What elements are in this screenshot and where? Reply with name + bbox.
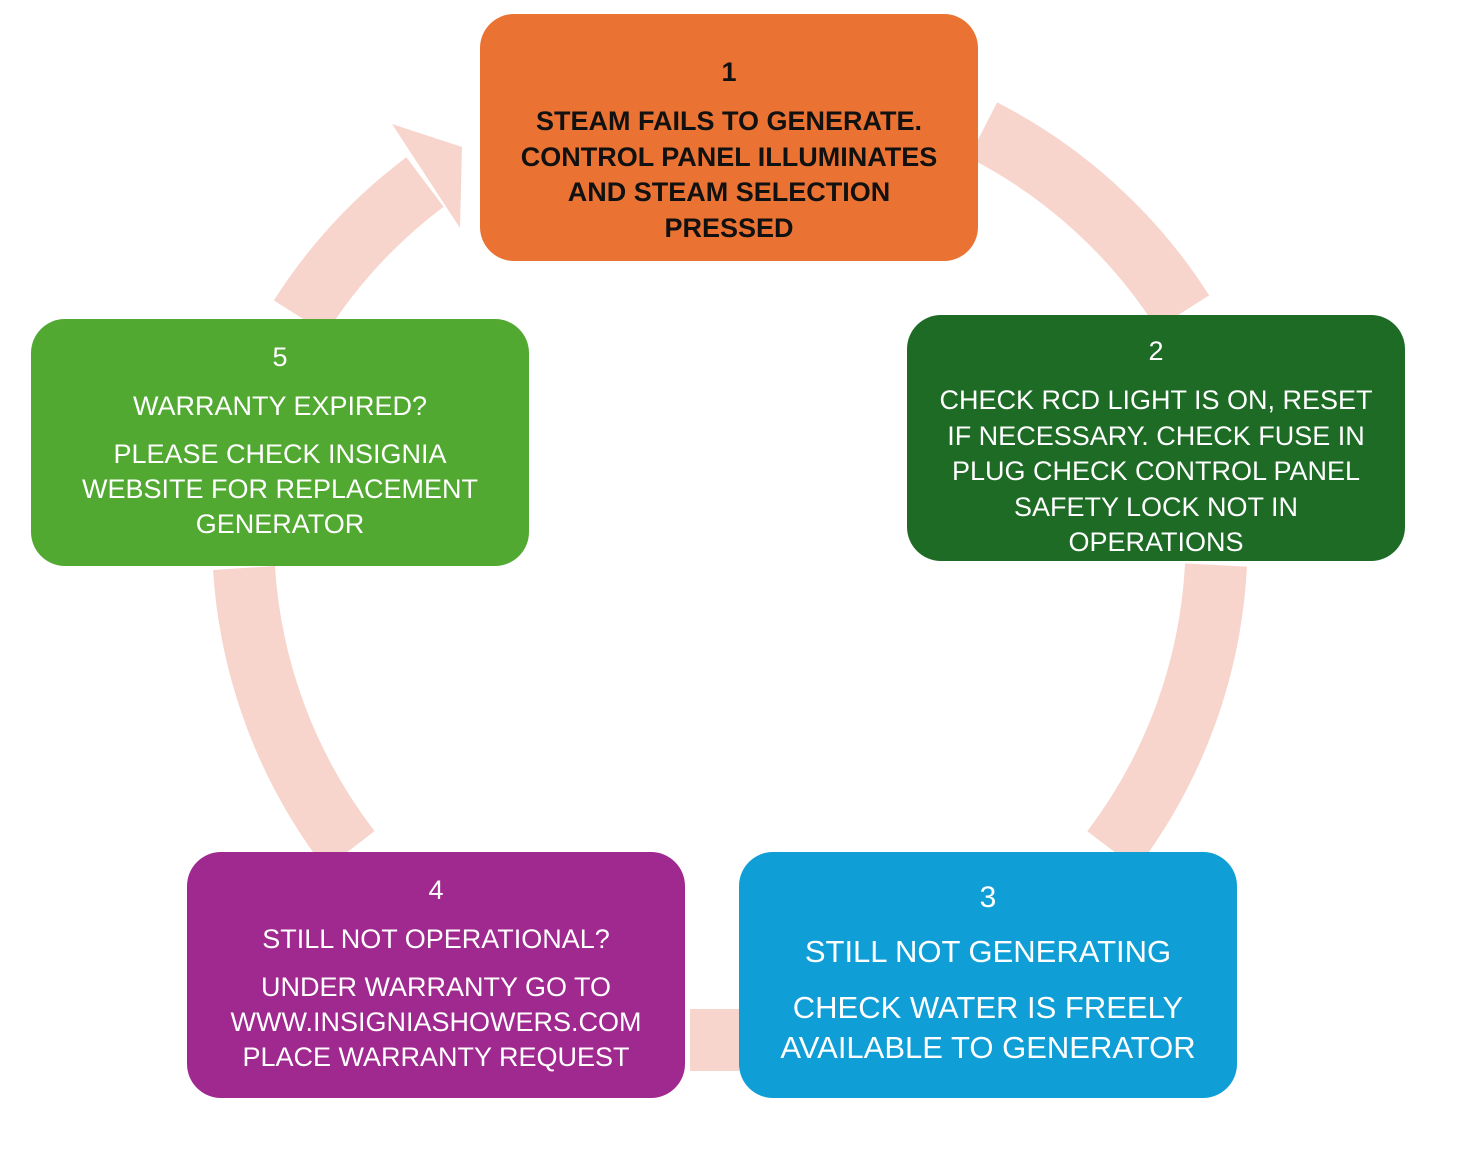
step-1-number: 1 [721,57,737,87]
step-5-title: WARRANTY EXPIRED? [132,391,428,421]
step-2-body-line: IF NECESSARY. CHECK FUSE IN [947,420,1365,451]
step-5-number: 5 [272,342,288,372]
step-3-number: 3 [979,881,997,914]
step-3-body-line: AVAILABLE TO GENERATOR [780,1030,1196,1065]
step-2-body-line: PLUG CHECK CONTROL PANEL [951,456,1361,486]
step-1-body-line: CONTROL PANEL ILLUMINATES [520,141,938,172]
ring-segment-4-5 [213,565,375,869]
step-5-body-line: PLEASE CHECK INSIGNIA [113,439,447,469]
step-4-body-line: UNDER WARRANTY GO TO [260,972,612,1002]
step-1-body-line: AND STEAM SELECTION [567,177,891,207]
ring-segment-1-2 [968,102,1210,329]
step-2-number: 2 [1148,336,1164,366]
step-5-body-line: WEBSITE FOR REPLACEMENT [81,474,479,504]
step-3-box: 3 STILL NOT GENERATING CHECK WATER IS FR… [739,852,1237,1098]
step-4-body-line: PLACE WARRANTY REQUEST [242,1042,630,1072]
ring-segment-2-3 [1087,563,1247,869]
step-4-number: 4 [428,875,444,905]
step-1-body: STEAM FAILS TO GENERATE. CONTROL PANEL I… [521,104,938,246]
step-1-body-line: PRESSED [664,212,794,243]
step-2-body-line: CHECK RCD LIGHT IS ON, RESET [939,385,1373,415]
step-4-body-line: WWW.INSIGNIASHOWERS.COM [230,1007,642,1037]
step-1-box: 1 STEAM FAILS TO GENERATE. CONTROL PANEL… [480,14,978,261]
step-4-box: 4 STILL NOT OPERATIONAL? UNDER WARRANTY … [187,852,685,1098]
step-5-body: PLEASE CHECK INSIGNIA WEBSITE FOR REPLAC… [82,437,478,542]
step-2-box: 2 CHECK RCD LIGHT IS ON, RESET IF NECESS… [907,315,1405,561]
step-4-body: UNDER WARRANTY GO TO WWW.INSIGNIASHOWERS… [231,970,642,1075]
step-2-body: CHECK RCD LIGHT IS ON, RESET IF NECESSAR… [939,383,1372,561]
step-2-body-line: SAFETY LOCK NOT IN [1013,491,1299,522]
step-1-body-line: STEAM FAILS TO GENERATE. [535,106,923,136]
step-3-title: STILL NOT GENERATING [804,934,1172,969]
step-5-body-line: GENERATOR [195,509,365,539]
ring-segment-5-1 [273,157,444,334]
step-4-title: STILL NOT OPERATIONAL? [262,924,610,954]
ring-arrowhead [392,124,462,228]
step-5-box: 5 WARRANTY EXPIRED? PLEASE CHECK INSIGNI… [31,319,529,566]
step-3-body: CHECK WATER IS FREELY AVAILABLE TO GENER… [780,988,1195,1068]
step-3-body-line: CHECK WATER IS FREELY [792,990,1184,1025]
step-2-body-line: OPERATIONS [1068,527,1244,557]
